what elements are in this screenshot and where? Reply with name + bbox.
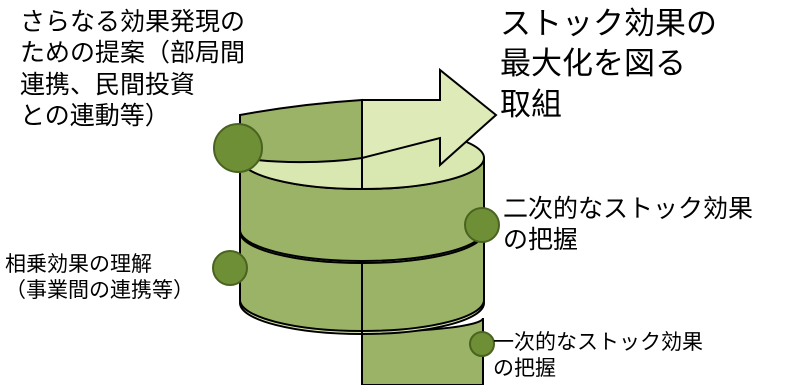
circle-marker-icon (212, 250, 248, 286)
label-secondary-line: 二次的なストック効果 (503, 194, 754, 223)
label-primary-line: の把握 (493, 356, 556, 381)
circle-marker-icon (213, 123, 263, 173)
label-goal-line: 取組 (500, 86, 562, 123)
label-proposal-line: との連動等） (20, 100, 170, 130)
label-goal-line: 最大化を図る (500, 46, 686, 83)
label-secondary-line: の把握 (503, 225, 579, 255)
label-goal-line: ストック効果の (500, 6, 717, 42)
label-synergy-line: 相乗効果の理解 (5, 252, 152, 276)
label-primary-effect: 一次的なストック効果 の把握 (493, 329, 703, 382)
label-synergy: 相乗効果の理解 （事業間の連携等） (5, 251, 194, 304)
circle-marker-icon (469, 331, 495, 357)
label-primary-line: 一次的なストック効果 (493, 330, 703, 354)
label-proposal-line: ための提案（部局間 (20, 38, 246, 68)
label-proposal: さらなる効果発現の ための提案（部局間 連携、民間投資 との連動等） (20, 6, 245, 131)
label-proposal-line: さらなる効果発現の (20, 7, 246, 36)
label-goal: ストック効果の 最大化を図る 取組 (500, 4, 717, 125)
label-secondary-effect: 二次的なストック効果 の把握 (503, 193, 753, 256)
label-proposal-line: 連携、民間投資 (20, 69, 196, 99)
circle-marker-icon (464, 207, 500, 243)
right-arrow-icon (361, 67, 498, 168)
label-synergy-line: （事業間の連携等） (5, 278, 194, 303)
